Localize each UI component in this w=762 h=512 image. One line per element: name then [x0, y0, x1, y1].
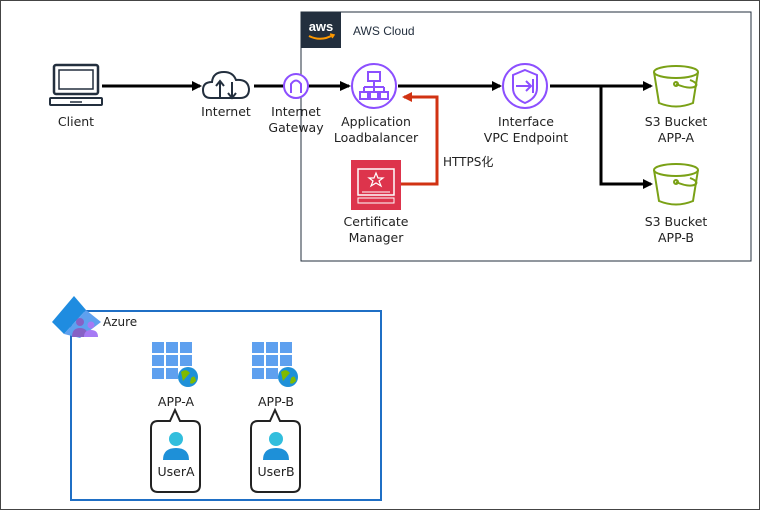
- application-loadbalancer-icon: [351, 63, 397, 109]
- aws-logo: aws: [301, 12, 341, 48]
- user-b-label: UserB: [257, 464, 295, 479]
- https-edge-label: HTTPS化: [443, 155, 494, 169]
- user-icon: [263, 432, 289, 460]
- s3-bucket-icon: [653, 163, 699, 206]
- app-b-label: APP-B: [258, 394, 294, 409]
- edge-vpce-s3b: [599, 86, 653, 189]
- app-service-icon: [152, 342, 198, 387]
- edge-acm-alb-https: [401, 92, 439, 186]
- internet-gateway-icon: [283, 73, 309, 99]
- user-icon: [163, 432, 189, 460]
- azure-logo-icon: [52, 296, 101, 338]
- laptop-icon: [49, 63, 103, 106]
- azure-group-title: Azure: [103, 315, 138, 329]
- aws-cloud-title: AWS Cloud: [353, 24, 415, 38]
- aws-cloud-group: [300, 11, 752, 262]
- user-a-label: UserA: [157, 464, 195, 479]
- s3-bucket-icon: [653, 65, 699, 108]
- certificate-manager-icon: [351, 160, 401, 210]
- app-a-label: APP-A: [157, 394, 195, 409]
- client-label: Client: [57, 114, 95, 129]
- internet-label: Internet: [201, 104, 251, 119]
- aws-logo-text: aws: [309, 19, 334, 34]
- internet-cloud-icon: [201, 70, 251, 100]
- app-service-icon: [252, 342, 298, 387]
- vpc-endpoint-icon: [502, 63, 548, 109]
- azure-group: [70, 310, 382, 501]
